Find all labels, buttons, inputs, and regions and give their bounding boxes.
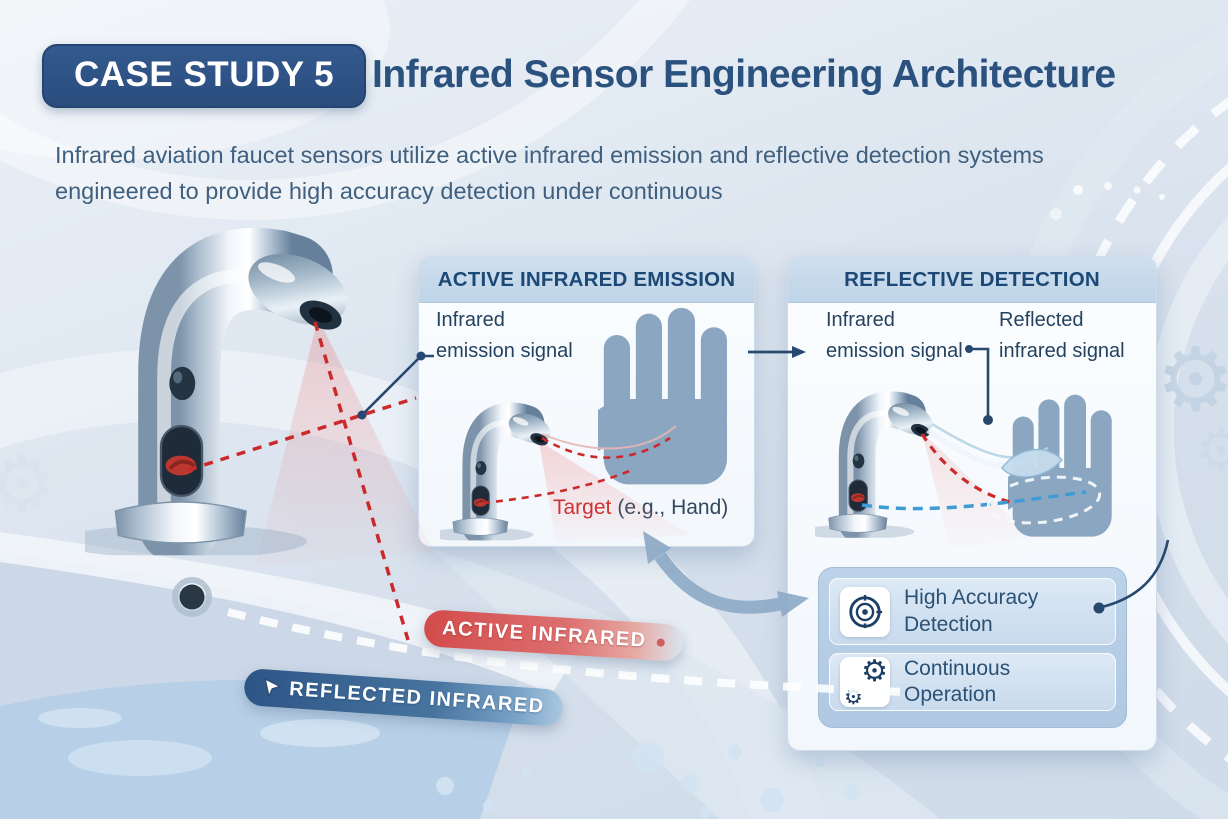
reflective-emission-signal-label: Infrared emission signal	[826, 309, 963, 362]
reflected-infrared-signal-label: Reflected infrared signal	[999, 309, 1125, 362]
target-detail: (e.g., Hand)	[617, 496, 729, 519]
target-icon	[840, 586, 890, 637]
target-word: Target	[553, 496, 612, 519]
subtitle: Infrared aviation faucet sensors utilize…	[55, 138, 1044, 209]
panel-reflective-header: REFLECTIVE DETECTION	[788, 257, 1156, 303]
target-label: Target(e.g., Hand)	[553, 496, 728, 520]
cursor-icon	[264, 678, 282, 698]
feature-container: High Accuracy Detection ⚙⚙ Continuous Op…	[818, 567, 1127, 728]
main-faucet-illustration	[58, 240, 358, 558]
svg-text:⚙: ⚙	[1156, 328, 1228, 431]
ir-beam-line-down	[313, 321, 410, 641]
bubble-dots	[436, 742, 860, 819]
main-ir-beam	[256, 318, 434, 566]
dot-row	[1050, 182, 1165, 220]
gears-icon: ⚙⚙	[840, 654, 890, 709]
active-emission-signal-label: Infrared emission signal	[436, 309, 573, 362]
page-title: Infrared Sensor Engineering Architecture	[372, 53, 1116, 96]
reflected-infrared-badge: REFLECTED INFRARED	[243, 667, 564, 728]
subtitle-line-2: engineered to provide high accuracy dete…	[55, 177, 723, 204]
panel-active-header: ACTIVE INFRARED EMISSION	[419, 257, 754, 303]
active-infrared-badge: ACTIVE INFRARED	[423, 609, 684, 662]
svg-text:⚙: ⚙	[0, 439, 56, 528]
feature-high-accuracy-label: High Accuracy Detection	[904, 586, 1039, 636]
feature-high-accuracy: High Accuracy Detection	[829, 578, 1116, 645]
ir-beam-line-up	[187, 396, 417, 472]
svg-text:⚙: ⚙	[1195, 416, 1228, 484]
drain-hole	[179, 584, 205, 610]
subtitle-line-1: Infrared aviation faucet sensors utilize…	[55, 142, 1044, 168]
feature-continuous-operation-label: Continuous Operation	[904, 656, 1011, 706]
drain-ring	[172, 577, 212, 617]
case-study-badge: CASE STUDY 5	[42, 44, 367, 108]
feature-continuous-operation: ⚙⚙ Continuous Operation	[829, 653, 1116, 711]
